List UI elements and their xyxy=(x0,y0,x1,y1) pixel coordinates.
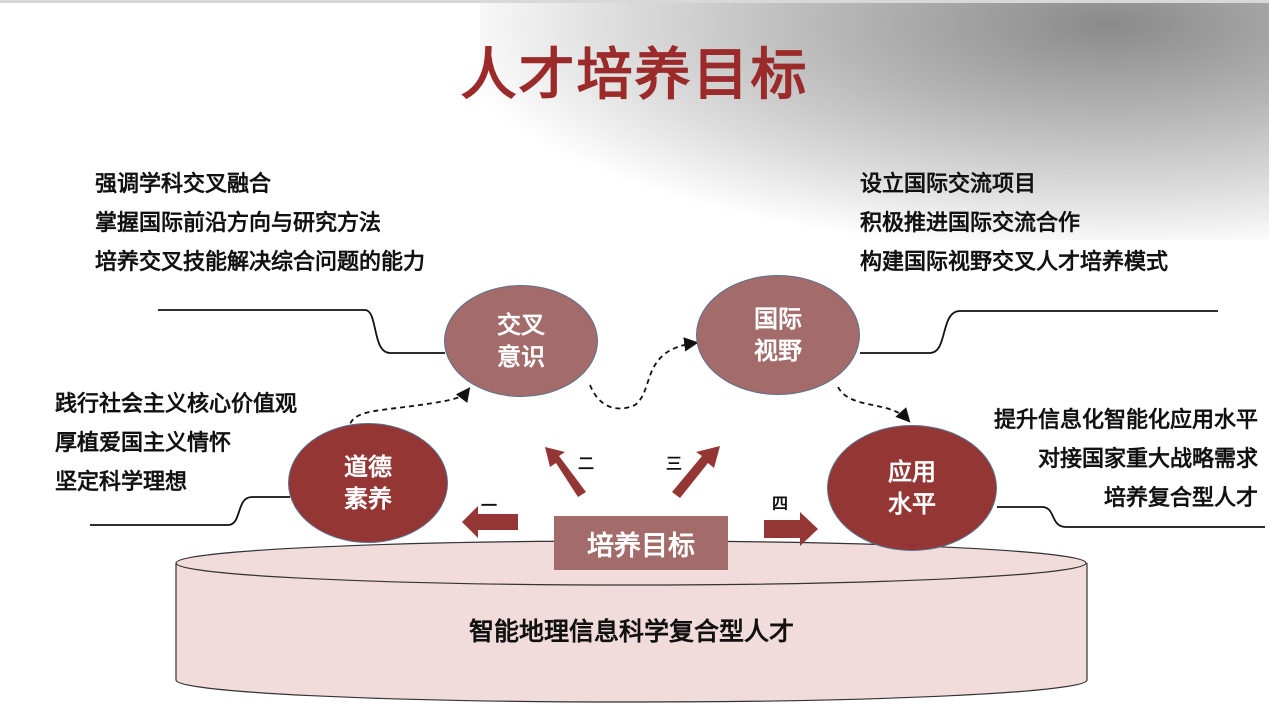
step-2-label: 二 xyxy=(578,454,595,473)
node-moral: 道德素养 xyxy=(288,423,448,543)
node-label: 视野 xyxy=(754,337,802,365)
dashed-arrow-cross-intl xyxy=(589,337,699,410)
text-block-cross: 强调学科交叉融合 掌握国际前沿方向与研究方法 培养交叉技能解决综合问题的能力 xyxy=(95,165,425,282)
text-line: 提升信息化智能化应用水平 xyxy=(993,408,1258,433)
text-line: 掌握国际前沿方向与研究方法 xyxy=(95,211,382,236)
node-cross-awareness: 交叉意识 xyxy=(444,285,598,397)
world-map-background xyxy=(480,0,1269,240)
step-1-label: 一 xyxy=(481,496,498,515)
text-line: 培养交叉技能解决综合问题的能力 xyxy=(95,250,426,275)
text-line: 厚植爱国主义情怀 xyxy=(55,431,232,456)
foundation-label: 智能地理信息科学复合型人才 xyxy=(468,617,794,646)
arrow-right xyxy=(764,512,818,546)
cylinder-body xyxy=(175,563,1088,703)
arrow-left xyxy=(462,506,518,538)
arrow-up-left-shaft xyxy=(545,447,586,497)
node-label: 应用 xyxy=(888,458,936,486)
center-goal-box: 培养目标 xyxy=(554,516,728,570)
text-line: 设立国际交流项目 xyxy=(860,172,1037,197)
line-top-right xyxy=(860,310,1218,354)
text-block-intl: 设立国际交流项目 积极推进国际交流合作 构建国际视野交叉人才培养模式 xyxy=(860,165,1168,282)
text-line: 强调学科交叉融合 xyxy=(95,172,272,197)
line-top-left xyxy=(158,309,445,354)
text-line: 坚定科学理想 xyxy=(55,470,188,495)
text-block-moral: 践行社会主义核心价值观 厚植爱国主义情怀 坚定科学理想 xyxy=(55,385,297,502)
node-label: 交叉 xyxy=(497,311,545,339)
top-divider xyxy=(0,0,1269,3)
node-intl-vision: 国际视野 xyxy=(696,275,860,395)
text-block-apply: 提升信息化智能化应用水平 对接国家重大战略需求 培养复合型人才 xyxy=(994,401,1258,518)
node-label: 意识 xyxy=(497,343,545,371)
node-label: 素养 xyxy=(344,485,392,513)
node-application: 应用水平 xyxy=(827,425,997,551)
dashed-arrow-intl-apply xyxy=(837,386,911,423)
text-line: 培养复合型人才 xyxy=(1103,486,1258,511)
line-mid-left xyxy=(90,496,290,526)
page-title: 人才培养目标 xyxy=(460,43,809,108)
node-label: 国际 xyxy=(754,305,802,333)
text-line: 对接国家重大战略需求 xyxy=(1037,447,1258,472)
line-mid-right xyxy=(997,506,1265,528)
step-4-label: 四 xyxy=(772,494,789,513)
text-line: 构建国际视野交叉人才培养模式 xyxy=(860,250,1169,275)
node-label: 道德 xyxy=(344,453,392,481)
step-3-label: 三 xyxy=(666,454,683,473)
arrow-up-right-shaft xyxy=(672,446,720,498)
text-line: 积极推进国际交流合作 xyxy=(860,211,1081,236)
node-label: 水平 xyxy=(888,490,936,518)
text-line: 践行社会主义核心价值观 xyxy=(55,392,298,417)
dashed-arrow-moral-cross xyxy=(347,387,471,433)
